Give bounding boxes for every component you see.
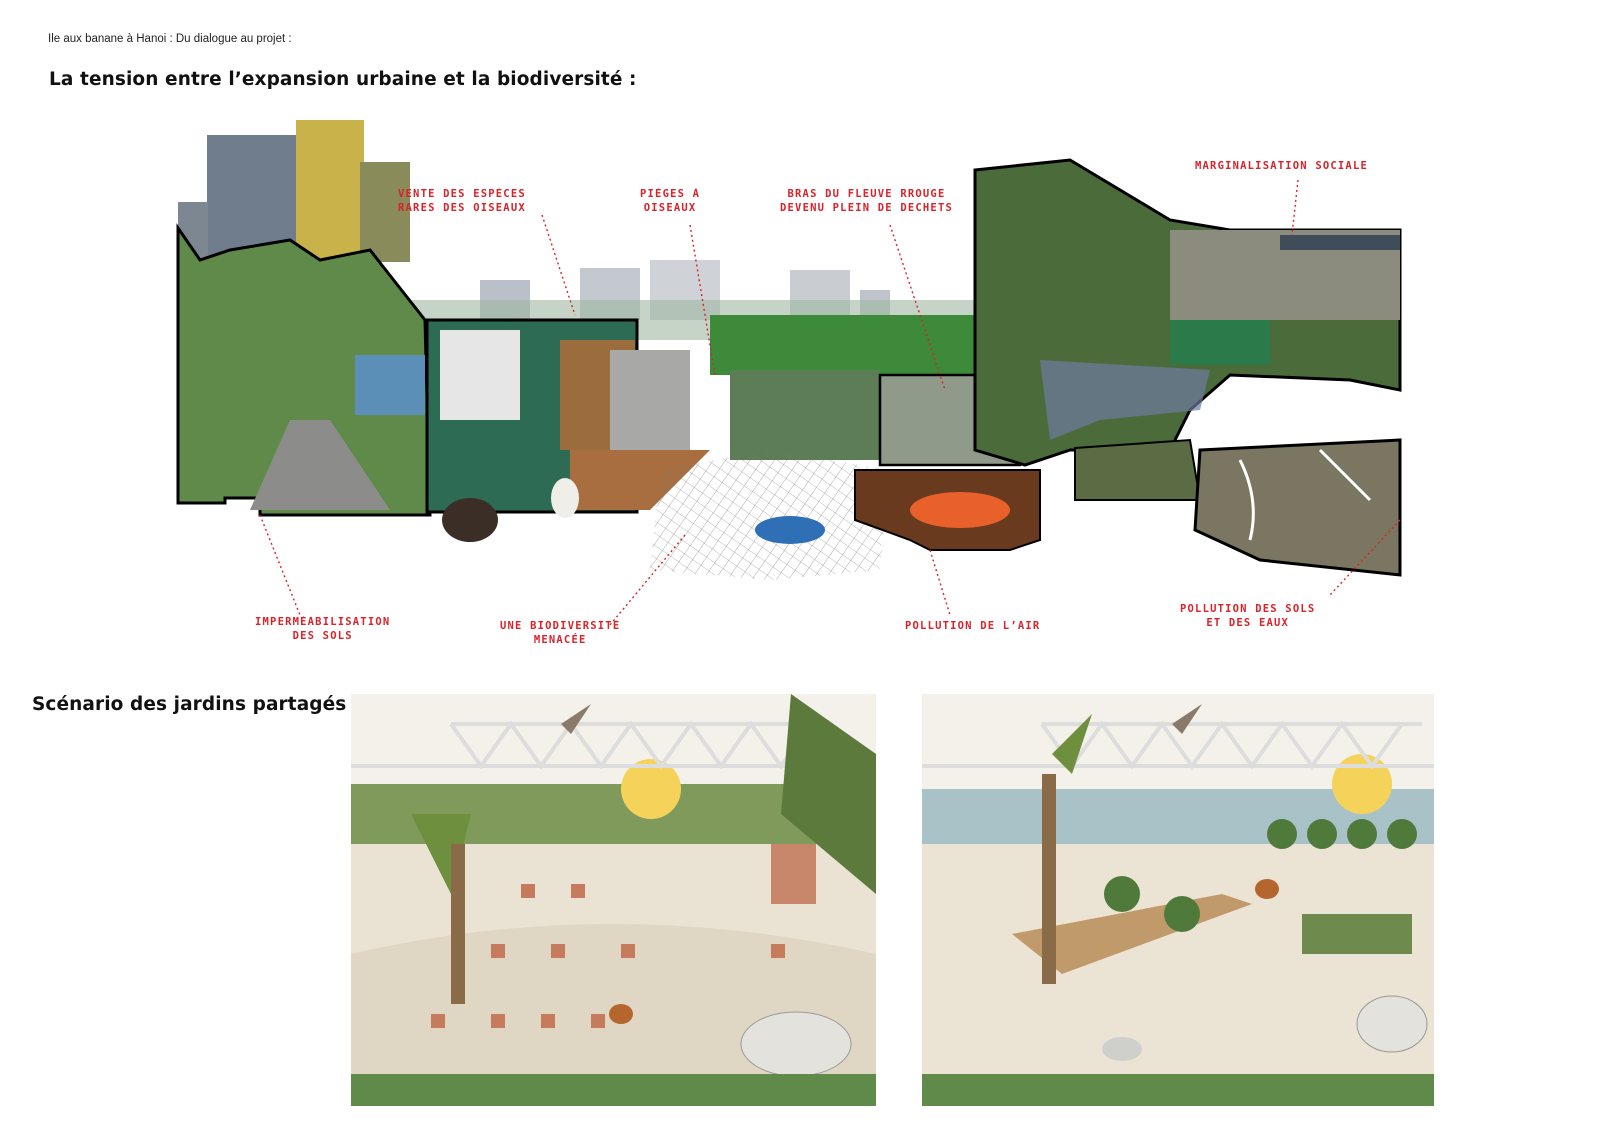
cow xyxy=(740,1011,852,1077)
sun xyxy=(1332,754,1392,814)
label-pieges-oiseaux: PIÈGES À OISEAUX xyxy=(640,188,701,214)
hut xyxy=(771,844,816,904)
foreground-plants xyxy=(922,1074,1434,1106)
bridge-truss xyxy=(1280,235,1400,250)
plastic-waste xyxy=(1040,360,1210,440)
section-title-jardins: Scénario des jardins partagés : xyxy=(32,694,361,715)
kingfisher-bird xyxy=(755,516,825,544)
label-biodiversite-menacee: UNE BIODIVERSITÉ MENACÉE xyxy=(500,620,621,646)
photo-collage: VENTE DES ESPÈCES RARES DES OISEAUX PIÈG… xyxy=(176,120,1402,646)
creek-photo xyxy=(1074,438,1202,501)
polluted-water-photo xyxy=(1193,438,1402,577)
eagle xyxy=(531,694,591,734)
cow xyxy=(1356,995,1428,1053)
palm-fronds xyxy=(781,694,876,894)
market-floor xyxy=(570,450,710,510)
green-tarp-boat xyxy=(1170,320,1270,365)
wire-fence xyxy=(610,350,690,450)
label-vente-especes: VENTE DES ESPÈCES RARES DES OISEAUX xyxy=(398,188,526,214)
label-pollution-sols-eaux: POLLUTION DES SOLS ET DES EAUX xyxy=(1180,603,1316,629)
palm-tree xyxy=(1012,714,1092,774)
rooster xyxy=(1255,879,1279,899)
leader-lines xyxy=(259,179,1401,626)
bridge-truss xyxy=(351,720,851,770)
bridge-truss xyxy=(922,720,1434,770)
fire xyxy=(910,492,1010,528)
potted-plants xyxy=(431,884,785,1028)
eagle xyxy=(1142,694,1202,734)
chicken xyxy=(609,1004,633,1024)
bird-net xyxy=(650,450,890,580)
garden-illustration-2 xyxy=(922,694,1434,1106)
raised-planter xyxy=(1302,914,1412,954)
label-bras-du-fleuve: BRAS DU FLEUVE RROUGE DEVENU PLEIN DE DE… xyxy=(780,188,953,214)
bird-trappers-photo xyxy=(730,370,880,460)
section-title-tension: La tension entre l’expansion urbaine et … xyxy=(49,69,637,90)
label-pollution-air: POLLUTION DE L’AIR xyxy=(905,620,1041,632)
sun xyxy=(621,759,681,819)
document-header: Ile aux banane à Hanoi : Du dialogue au … xyxy=(48,33,292,45)
garden-illustration-1 xyxy=(351,694,876,1106)
dog xyxy=(1102,1037,1142,1061)
potted-trees xyxy=(1104,819,1417,932)
label-impermeabilisation: IMPERMÉABILISATION DES SOLS xyxy=(255,616,391,642)
street-road xyxy=(250,420,390,510)
blue-tarp xyxy=(355,355,425,415)
foreground-plants xyxy=(351,1074,876,1106)
garden-ground xyxy=(922,844,1434,1106)
window-grill xyxy=(440,330,520,420)
rooster xyxy=(442,498,498,542)
white-chicken xyxy=(551,478,579,518)
label-marginalisation-sociale: MARGINALISATION SOCIALE xyxy=(1195,160,1368,172)
